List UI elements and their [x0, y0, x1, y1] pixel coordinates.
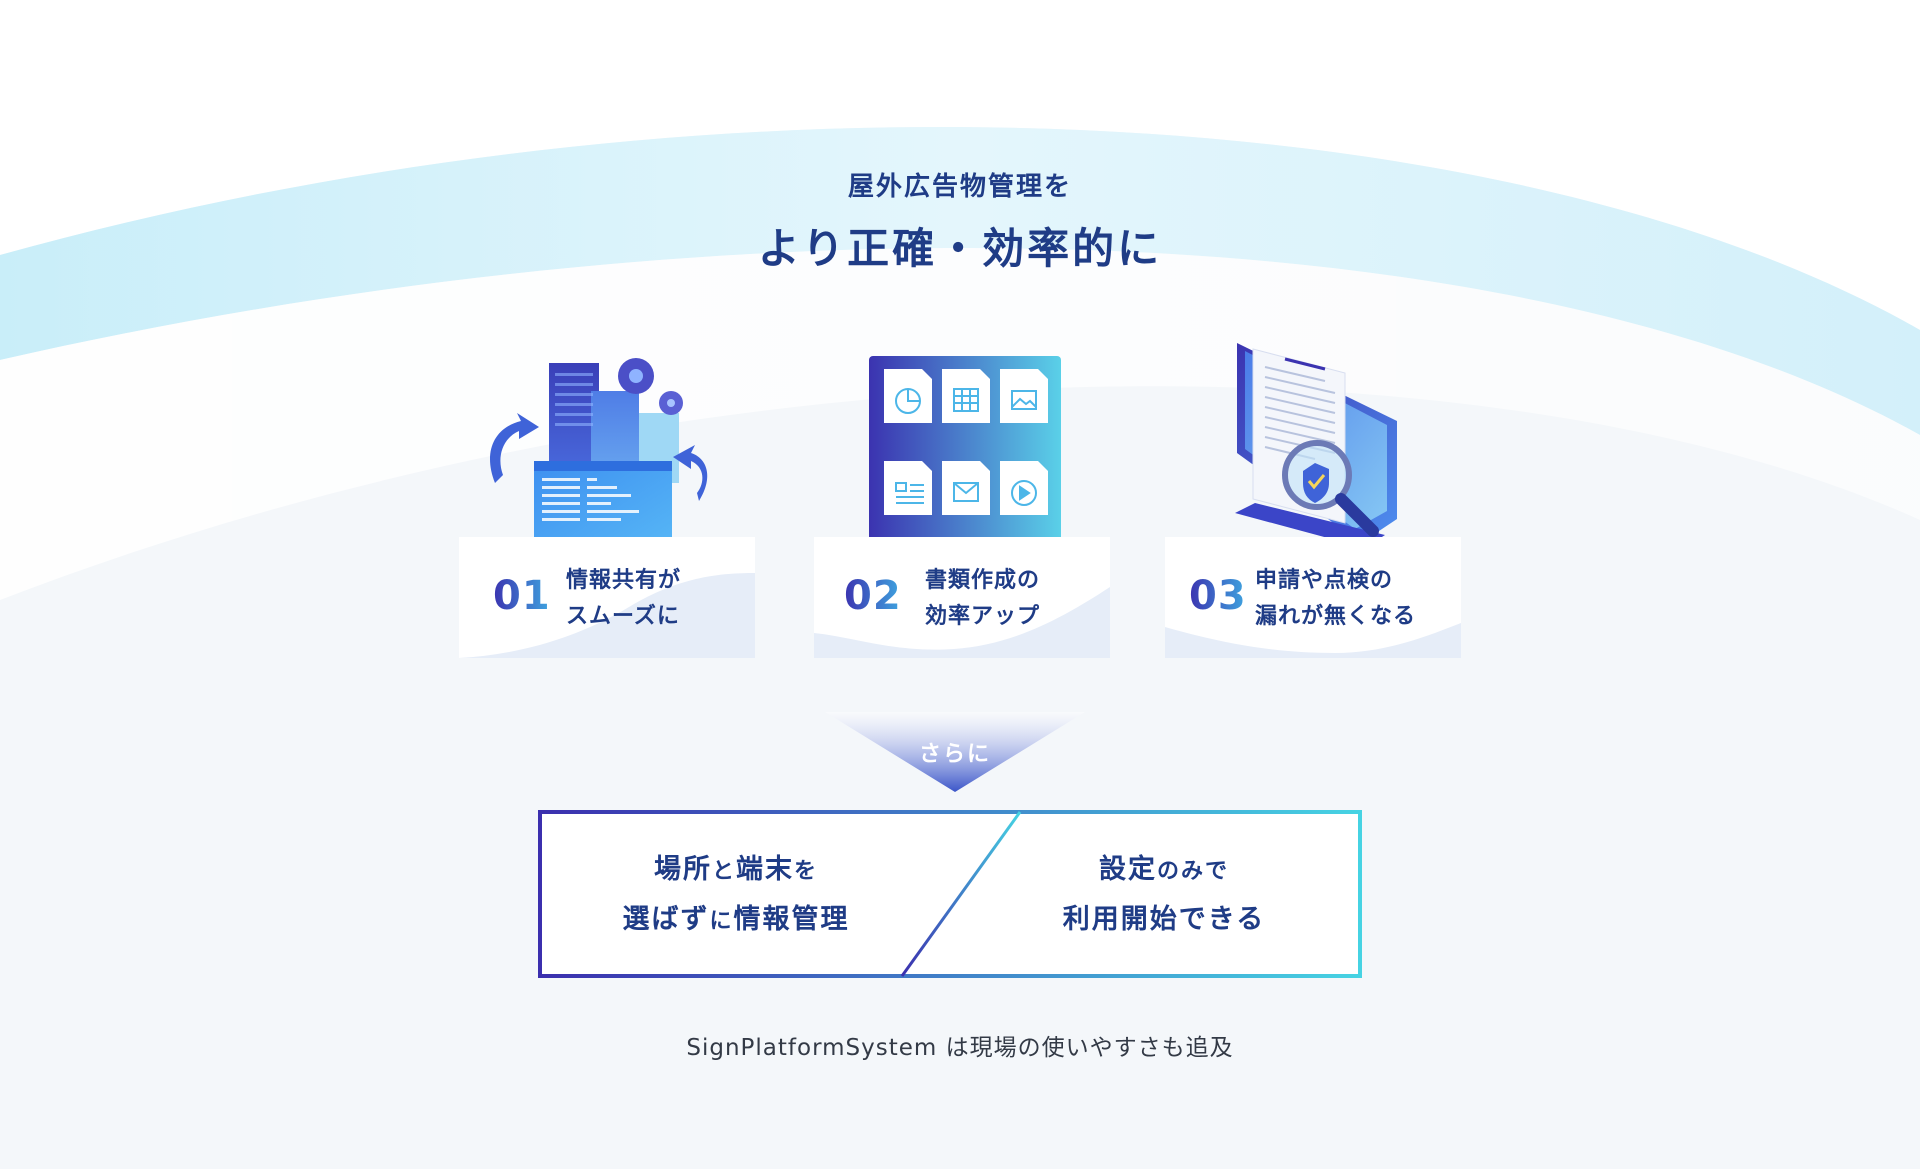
document-inspection-illustration — [1235, 343, 1397, 548]
feature-number: 01 — [493, 573, 551, 619]
card-wave-decoration — [459, 573, 755, 658]
heading-title: より正確・効率的に — [757, 224, 1163, 273]
feature-label: 申請や点検の 漏れが無くなる — [1255, 568, 1417, 629]
benefit-any-location-device: 場所と端末を 選ばずに情報管理 — [622, 854, 850, 935]
benefits-box-frame — [538, 810, 1362, 978]
feature-label: 情報共有が スムーズに — [566, 568, 682, 629]
feature-card-03: 03 申請や点検の 漏れが無くなる — [1165, 343, 1461, 658]
feature-number: 02 — [844, 573, 902, 619]
feature-card-01: 01 情報共有が スムーズに — [459, 343, 755, 658]
feature-card-body: 02 書類作成の 効率アップ — [814, 537, 1110, 658]
heading-subtitle: 屋外広告物管理を — [847, 172, 1072, 202]
feature-number: 03 — [1189, 573, 1247, 619]
documents-illustration — [869, 356, 1061, 541]
feature-label: 書類作成の 効率アップ — [925, 568, 1041, 629]
transition-label: さらに — [918, 742, 991, 767]
feature-card-body: 03 申請や点検の 漏れが無くなる — [1165, 537, 1461, 658]
server-sync-illustration — [490, 358, 708, 546]
down-arrow-icon — [825, 712, 1085, 792]
benefit-settings-only: 設定のみで 利用開始できる — [1062, 854, 1266, 935]
feature-card-body: 01 情報共有が スムーズに — [459, 537, 755, 658]
feature-card-02: 02 書類作成の 効率アップ — [814, 343, 1110, 658]
additional-benefits-box: 場所と端末を 選ばずに情報管理 設定のみで 利用開始できる — [538, 810, 1362, 978]
footer-tagline: SignPlatformSystem は現場の使いやすさも追及 — [686, 1035, 1234, 1061]
card-wave-decoration — [1165, 623, 1461, 658]
card-wave-decoration — [814, 587, 1110, 658]
